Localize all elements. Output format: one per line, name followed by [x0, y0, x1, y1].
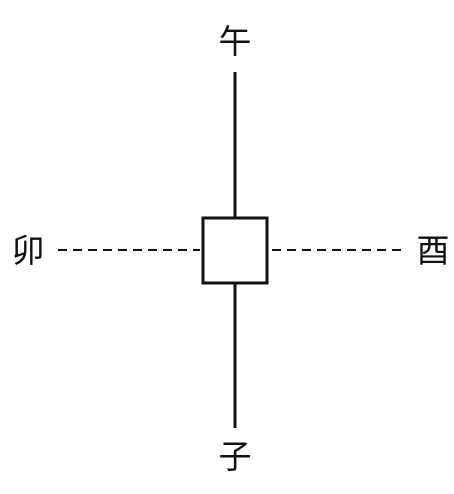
label-top: 午: [219, 22, 252, 61]
label-left: 卯: [12, 231, 45, 270]
center-square: [201, 216, 269, 285]
label-bottom: 子: [219, 437, 252, 476]
label-right: 酉: [417, 231, 450, 270]
